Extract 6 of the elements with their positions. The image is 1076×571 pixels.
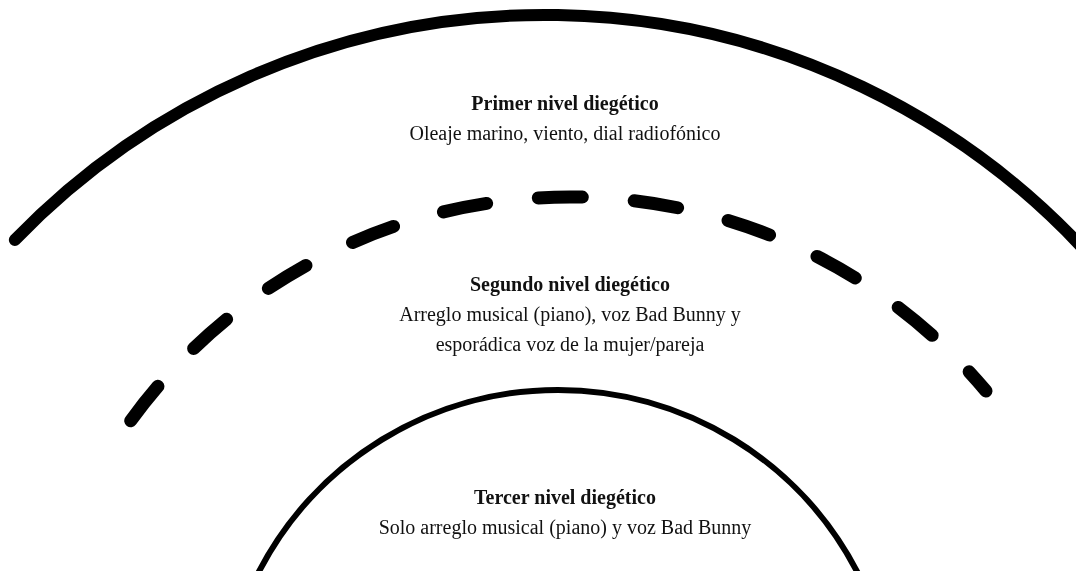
level-description: Oleaje marino, viento, dial radiofónico (409, 121, 721, 147)
level-heading: Segundo nivel diegético (470, 272, 670, 298)
level-description: Arreglo musical (piano), voz Bad Bunny y esporádica voz de la mujer/pareja (398, 302, 742, 358)
level-heading: Primer nivel diegético (471, 91, 659, 117)
level-heading: Tercer nivel diegético (474, 485, 656, 511)
level-description: Solo arreglo musical (piano) y voz Bad Bunny (378, 515, 752, 541)
